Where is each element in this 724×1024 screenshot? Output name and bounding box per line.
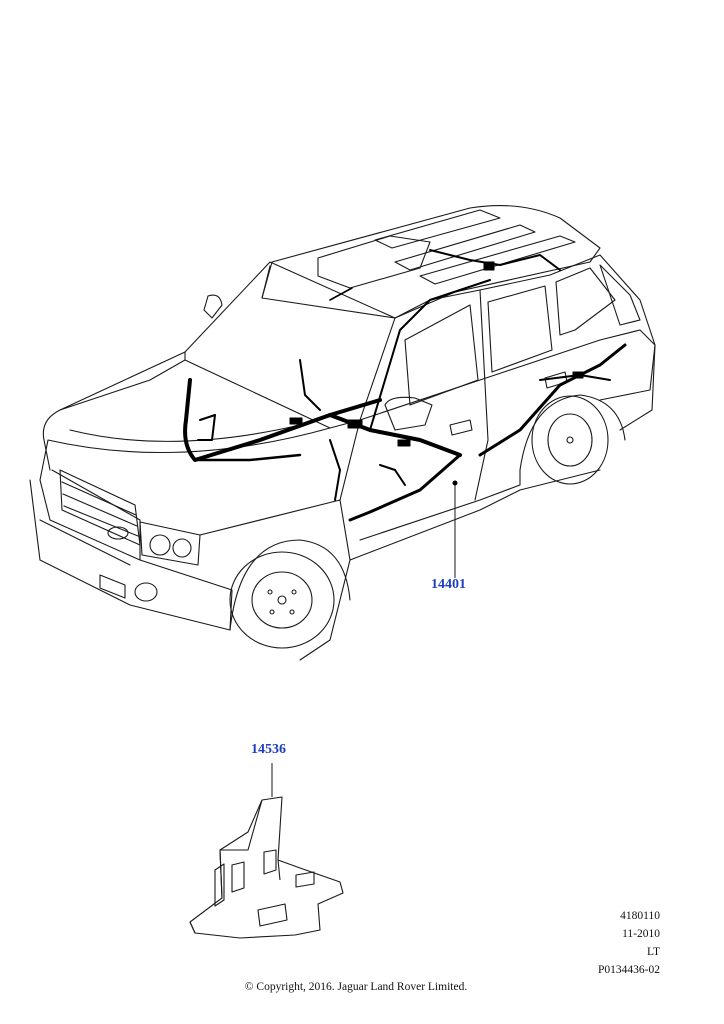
callout-14401[interactable]: 14401: [431, 577, 466, 592]
illustration-region: LT: [647, 946, 660, 958]
illustration-id: P0134436-02: [598, 964, 660, 976]
illustration-code: 4180110: [620, 910, 660, 922]
illustration-date: 11-2010: [622, 928, 660, 940]
vehicle-illustration: [29, 204, 656, 661]
callout-14536[interactable]: 14536: [251, 742, 286, 757]
harness-cover-part: [189, 796, 344, 939]
wiring-harness: [183, 249, 627, 522]
copyright-notice: © Copyright, 2016. Jaguar Land Rover Lim…: [244, 981, 468, 993]
leader-dot-14401: [452, 480, 458, 486]
